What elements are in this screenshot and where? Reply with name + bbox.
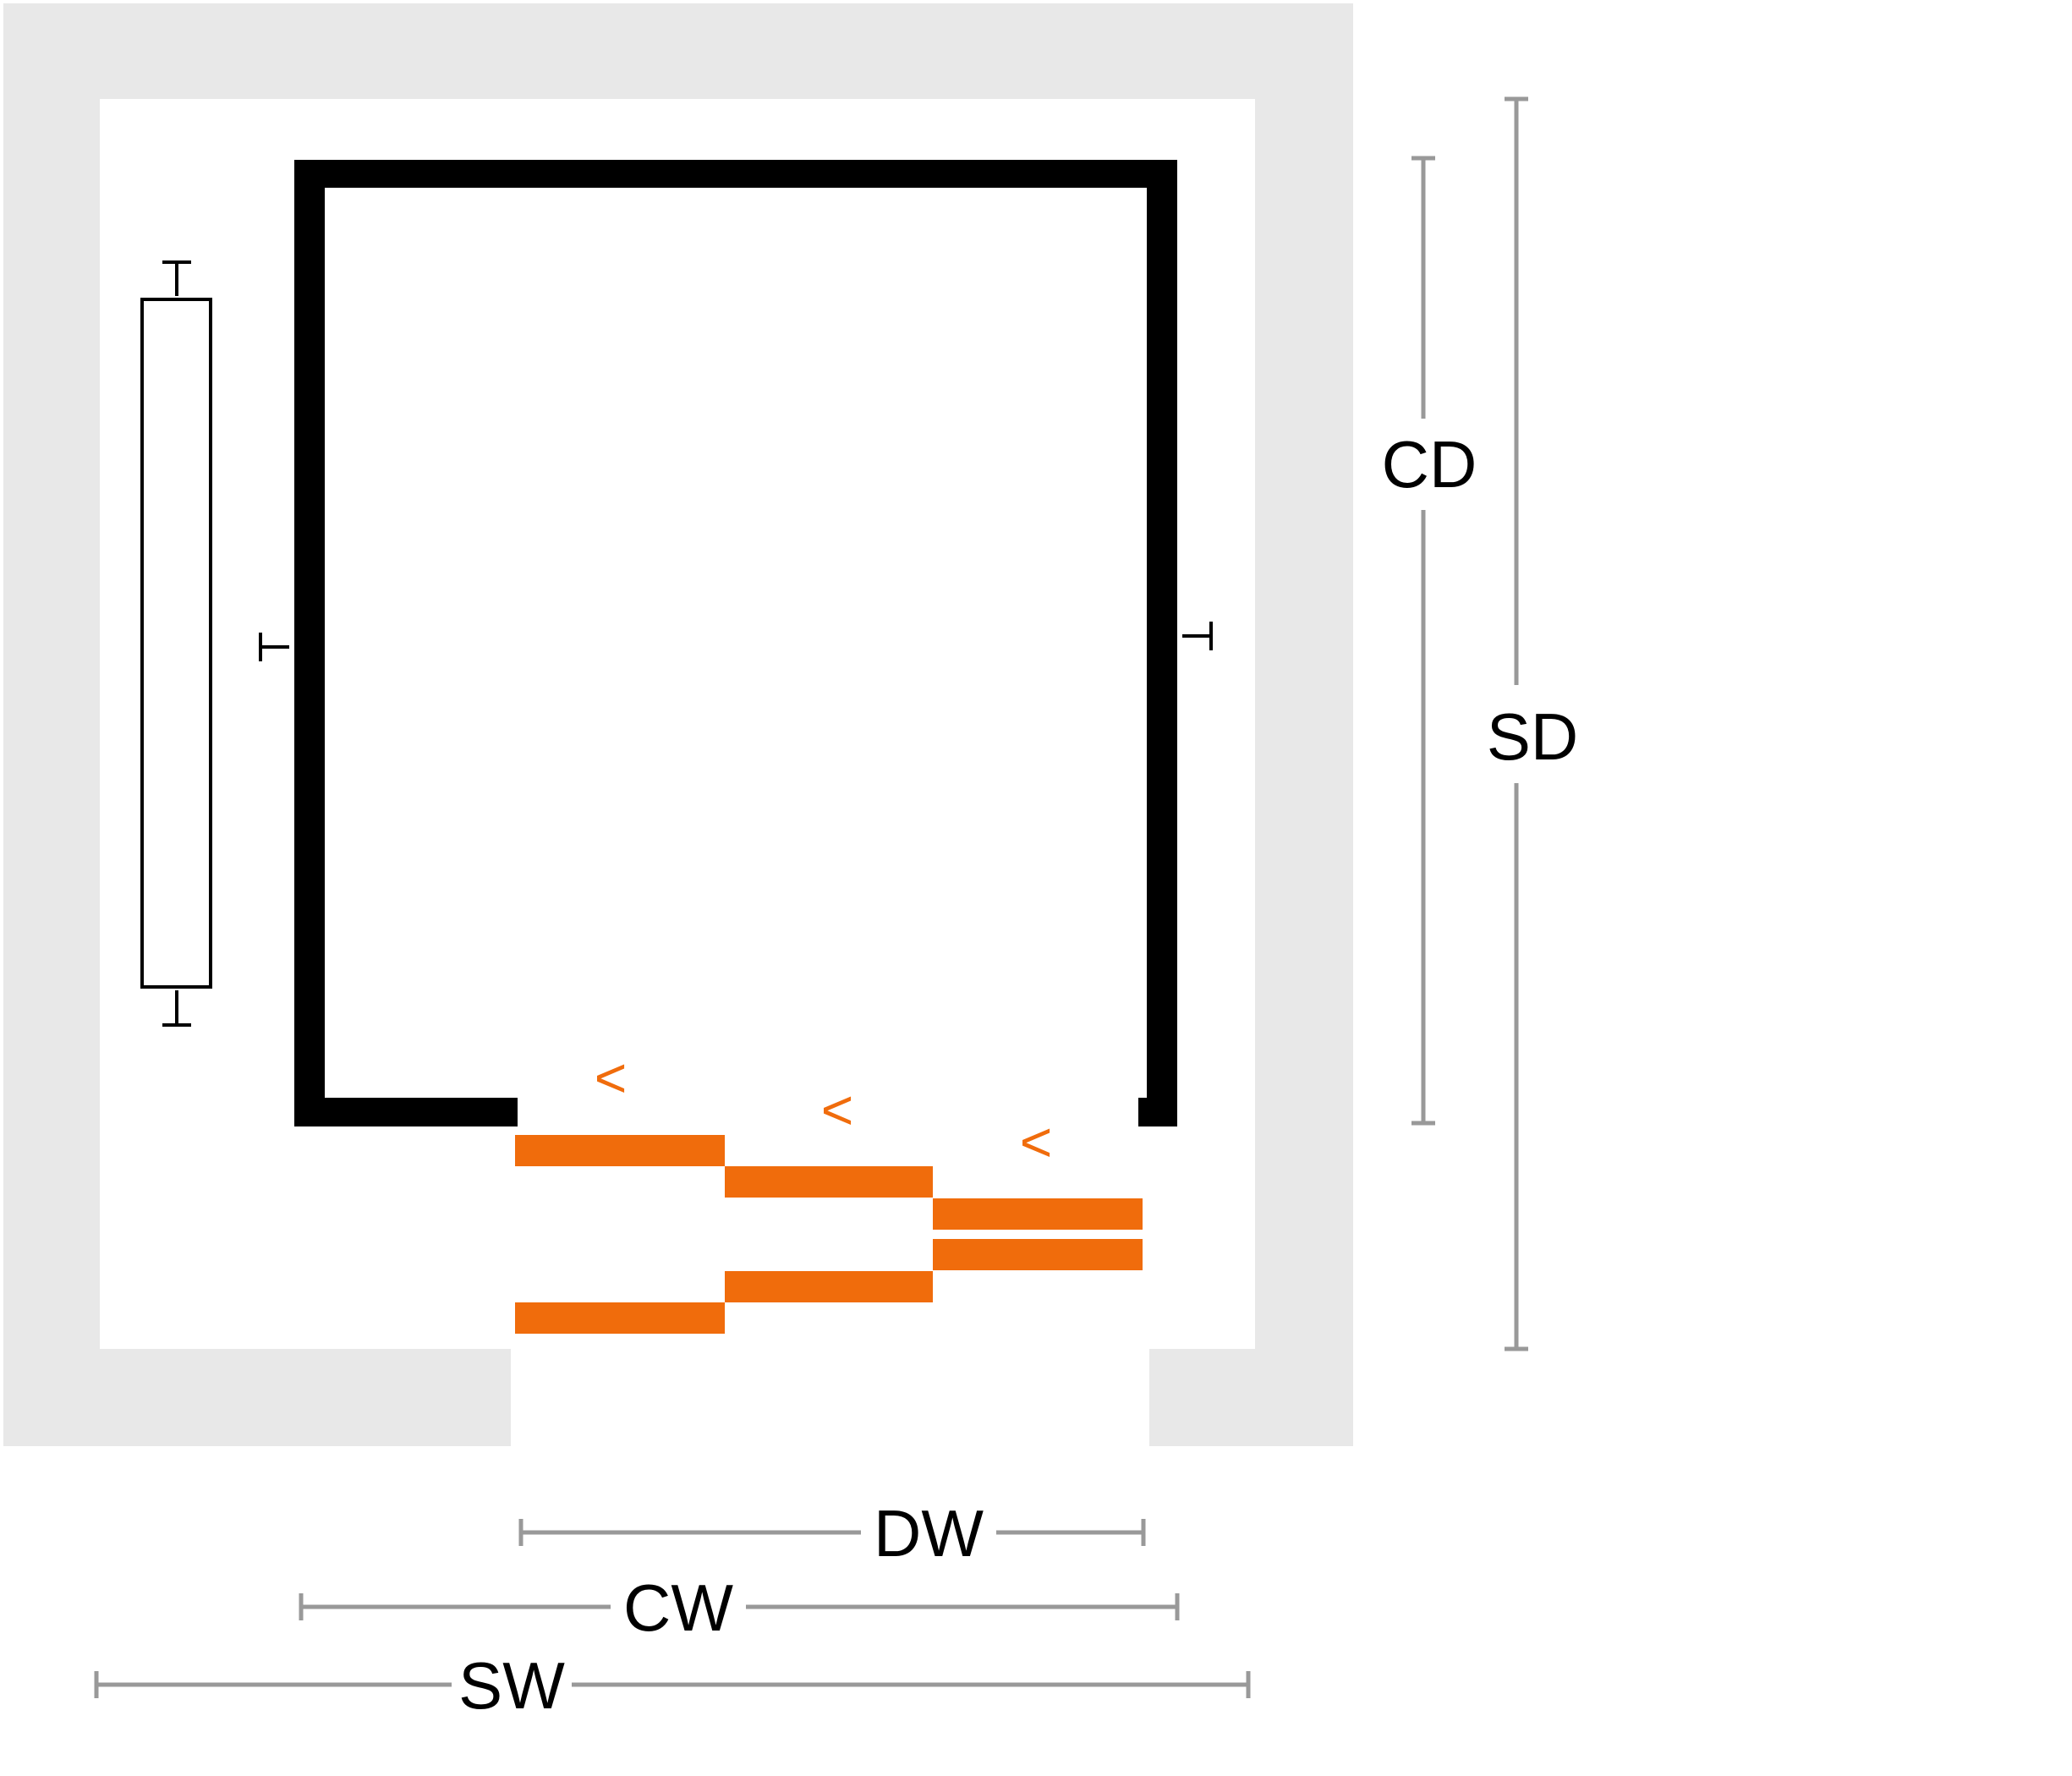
shaft-wall-left [3,99,100,1446]
shaft-wall-right [1255,99,1353,1446]
door-arrows: < < < [595,1046,1053,1173]
dim-label-cd: CD [1382,427,1477,502]
dim-line-sw [94,1671,1251,1698]
dimension-labels: CD SD DW CW SW [458,427,1578,1723]
dimension-lines [94,96,1528,1698]
dim-line-cw [299,1593,1180,1620]
door-panel-upper-2 [725,1166,933,1198]
dim-label-cw: CW [623,1570,733,1645]
car-wall-right [1147,160,1177,1126]
shaft-wall-bottom-right [1149,1349,1255,1446]
dim-label-dw: DW [874,1496,984,1570]
car-wall-left [294,160,325,1126]
door-arrow-2: < [821,1078,854,1141]
shaft-walls [3,3,1353,1446]
counterweight-bottom-mark [162,990,191,1027]
car-guide-marks [259,622,1213,661]
door-panel-lower-1 [515,1302,725,1334]
door-panels [515,1135,1143,1334]
dim-label-sd: SD [1487,699,1578,774]
door-panel-lower-2 [725,1271,933,1302]
car-wall-front-right [1138,1098,1177,1126]
shaft-wall-bottom-left [100,1349,511,1446]
door-arrow-3: < [1020,1110,1053,1173]
guide-mark-right [1182,622,1213,650]
shaft-wall-top [3,3,1353,99]
counterweight [140,260,212,1027]
door-panel-lower-3 [933,1239,1143,1270]
counterweight-top-mark [162,260,191,296]
car-wall-front-left [294,1098,518,1126]
car-wall-top [294,160,1177,188]
guide-mark-left [259,633,289,661]
dim-line-dw [518,1519,1146,1546]
dim-line-cd [1411,156,1435,1126]
dim-label-sw: SW [458,1648,565,1723]
door-arrow-1: < [595,1046,628,1109]
counterweight-frame [140,298,212,989]
dim-line-sd [1505,96,1528,1351]
door-panel-upper-1 [515,1135,725,1166]
door-panel-upper-3 [933,1198,1143,1230]
car-walls [294,160,1177,1126]
